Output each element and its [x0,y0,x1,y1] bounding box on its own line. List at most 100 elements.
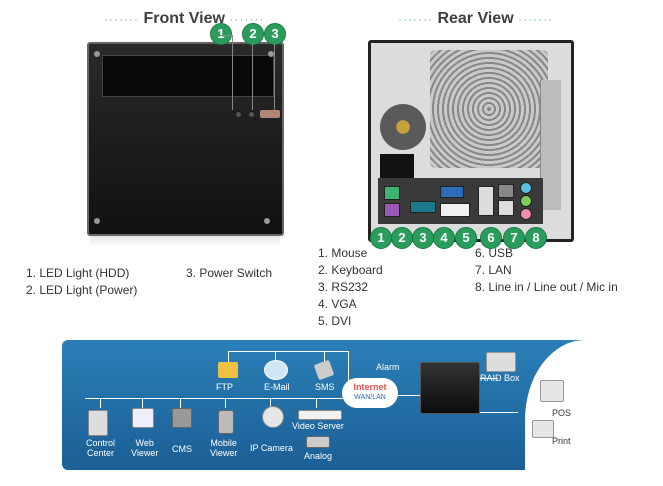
analog-camera-icon [306,436,330,448]
front-callout-3: 3 [264,23,286,45]
hdd-led [236,112,241,117]
rear-legend-5: 5. DVI [318,314,352,328]
video-server-icon [298,410,342,420]
rear-legend-7: 7. LAN [475,263,512,277]
front-legend-2: 2. LED Light (Power) [26,283,138,297]
email-label: E-Mail [264,382,290,392]
front-view-heading: ······· Front View ······· [104,10,265,27]
printer-icon [532,420,554,438]
web-viewer-monitor-icon [132,408,154,428]
mouse-port [384,186,400,200]
callout-line [220,35,233,36]
dvr-device-icon [420,362,480,414]
connection-line [275,351,276,363]
rear-vent-grille [430,50,548,168]
internet-cloud: Internet WAN/LAN [342,378,398,408]
power-socket [380,154,414,178]
rear-legend-2: 2. Keyboard [318,263,383,277]
connection-line [85,398,345,399]
line-in-jack [520,182,532,194]
rear-legend-6: 6. USB [475,246,514,260]
pos-label: POS [552,408,572,418]
rear-callout-8: 8 [525,227,547,249]
rear-callout-4: 4 [433,227,455,249]
front-legend-1: 1. LED Light (HDD) [26,266,130,280]
callout-line [232,35,233,110]
front-drive-bay [102,55,274,97]
analog-label: Analog [304,451,333,461]
rear-legend-3: 3. RS232 [318,280,369,294]
dvi-port [440,203,470,217]
video-server-label: Video Server [292,421,344,431]
ip-camera-label: IP Camera [250,443,293,453]
alarm-label: Alarm [376,362,400,372]
front-view-title: Front View [143,10,225,27]
connection-line [316,398,317,408]
connection-line [100,398,101,408]
io-panel [378,178,543,224]
raid-box-label: RAID Box [480,373,520,383]
rear-legend-1: 1. Mouse [318,246,368,260]
power-led [249,112,254,117]
connection-line [478,378,498,379]
connection-line [324,351,325,363]
front-legend-3: 3. Power Switch [186,266,273,280]
connection-line [228,351,348,352]
connection-line [228,351,229,363]
line-out-jack [520,195,532,207]
raid-box-icon [486,352,516,372]
usb-ports [478,186,494,216]
rear-legend-4: 4. VGA [318,297,357,311]
email-icon [264,360,288,380]
cms-label: CMS [172,444,192,454]
vga-port [440,186,464,198]
power-switch [260,110,280,118]
rear-callout-6: 6 [480,227,502,249]
keyboard-port [384,203,400,217]
connection-line [398,395,420,396]
psu-fan [380,104,426,150]
internet-label: Internet [353,382,387,392]
mobile-phone-icon [218,410,234,434]
connection-line [270,398,271,408]
front-callout-2: 2 [242,23,264,45]
rear-callout-7: 7 [503,227,525,249]
connection-line [225,398,226,408]
print-label: Print [552,436,571,446]
rear-callout-1: 1 [370,227,392,249]
front-screw [94,218,100,224]
connection-line [142,398,143,408]
ftp-label: FTP [216,382,233,392]
callout-line [274,44,275,110]
front-screw [94,51,100,57]
connection-line [348,351,349,381]
rear-callout-3: 3 [412,227,434,249]
expansion-slot [540,80,561,210]
front-screw [268,51,274,57]
rear-view-heading: ······· Rear View ······· [398,10,554,27]
ftp-folder-icon [218,362,238,378]
rear-callout-2: 2 [391,227,413,249]
mic-in-jack [520,208,532,220]
front-callout-1: 1 [210,23,232,45]
front-screw [264,218,270,224]
connection-line [180,398,181,408]
rs232-port [410,201,436,213]
rear-view-title: Rear View [437,10,514,27]
ip-camera-icon [262,406,284,428]
rear-callout-5: 5 [455,227,477,249]
pos-terminal-icon [540,380,564,402]
lan-port [498,184,514,198]
usb-ports-2 [498,200,514,216]
connection-line [478,412,518,413]
cms-monitor-icon [172,408,192,428]
rear-legend-8: 8. Line in / Line out / Mic in [475,280,618,294]
wanlan-label: WAN/LAN [354,394,386,401]
sms-label: SMS [315,382,335,392]
control-center-pc-icon [88,410,108,436]
callout-line [252,44,253,110]
front-reflection [90,236,280,246]
